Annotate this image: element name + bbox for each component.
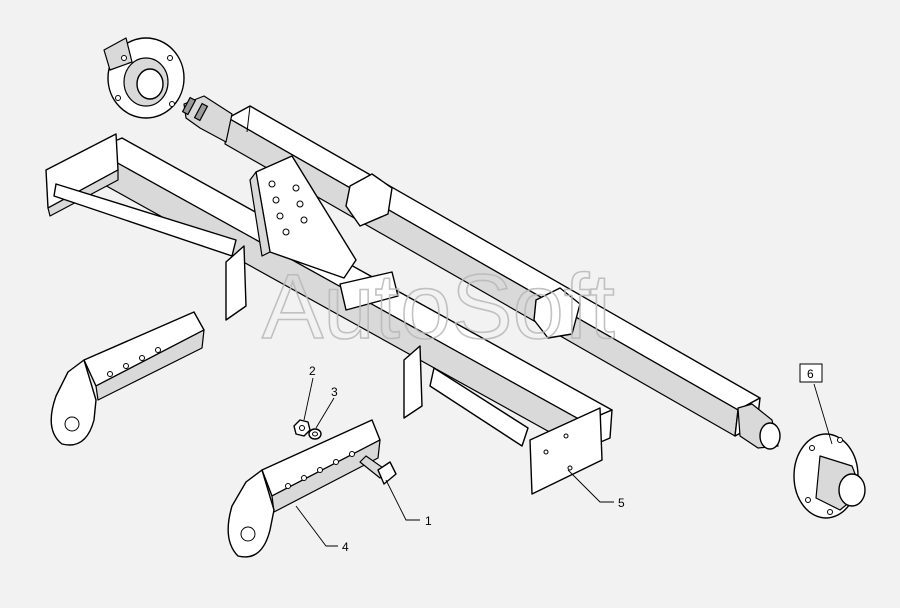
watermark: AutoSoft: [262, 256, 615, 358]
right-wheel-hub: [793, 433, 866, 519]
frame-beam: [45, 133, 613, 495]
upright-plate: [249, 155, 399, 311]
callout-1: 1: [425, 514, 432, 528]
callout-labels: 1 2 3 4 5 6: [309, 363, 823, 554]
callout-5: 5: [618, 496, 625, 510]
washer: [308, 428, 322, 440]
nut: [293, 419, 311, 437]
bolt: [359, 455, 397, 485]
tow-arm: [227, 419, 381, 558]
tow-arm-left: [50, 311, 205, 446]
axle-tube: [181, 95, 781, 450]
callout-4: 4: [342, 540, 349, 554]
callout-6: 6: [807, 367, 814, 381]
left-wheel-hub: [103, 37, 185, 119]
callout-3: 3: [331, 385, 338, 399]
callout-2: 2: [309, 364, 316, 378]
leader-lines: [295, 377, 833, 547]
callout-6-box: [799, 363, 823, 383]
